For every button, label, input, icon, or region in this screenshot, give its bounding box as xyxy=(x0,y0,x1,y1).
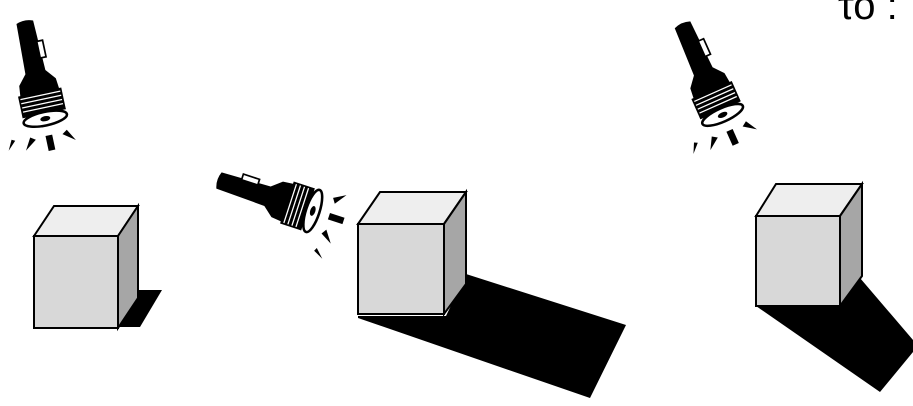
flashlight-icon xyxy=(204,156,351,262)
flashlight-icon xyxy=(643,13,759,162)
panel-light-from-above-right xyxy=(643,13,913,392)
cube-front xyxy=(756,216,840,306)
cube-front xyxy=(34,236,118,328)
panel-light-from-above xyxy=(0,15,162,328)
flashlight-icon xyxy=(0,15,77,159)
cube-front xyxy=(358,224,444,314)
panel-light-from-left-low xyxy=(204,156,626,398)
